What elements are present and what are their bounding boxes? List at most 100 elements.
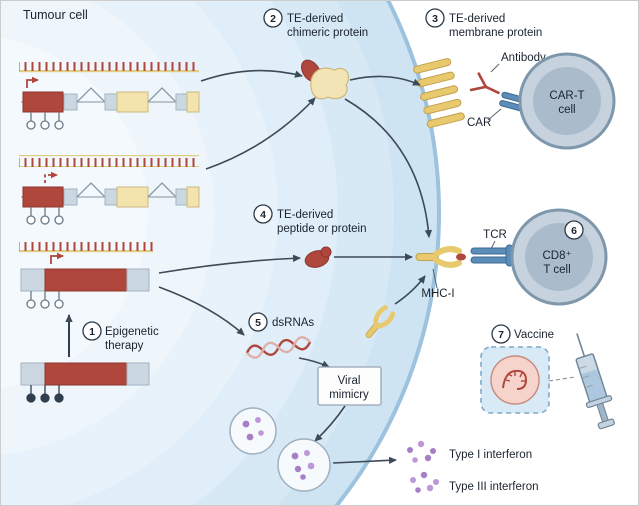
interferon-dot (407, 447, 413, 453)
step4-label-line2: peptide or protein (277, 223, 367, 235)
te-promoter-arrow-icon (50, 252, 64, 264)
vesicle-membrane (229, 407, 277, 455)
vaccine-panel (480, 346, 550, 414)
badge-circle (263, 8, 283, 28)
rna-basepair-tick (507, 373, 513, 377)
syringe-graduation (578, 365, 587, 370)
interferon-vesicle-2 (277, 438, 331, 492)
badge-circle (253, 204, 273, 224)
step1-label-line2: therapy (105, 340, 144, 352)
syringe-graduation (581, 375, 590, 379)
interferon-dot (424, 454, 432, 462)
badge-circle (82, 321, 102, 341)
tcr-chain (470, 256, 512, 264)
type3-interferon-cluster (410, 471, 439, 493)
utr-box (63, 93, 78, 111)
step5-badge: 5 (248, 312, 268, 332)
badge-circle (491, 324, 511, 344)
interferon-dot (420, 471, 428, 479)
splice-caret-icon (76, 182, 106, 198)
step4-badge: 4 (253, 204, 273, 224)
step1-badge: 1 (82, 321, 102, 341)
arrow-protein2-to-membrane (349, 75, 421, 86)
cd8-label-line1: CD8⁺ (542, 250, 571, 262)
utr-box (104, 93, 118, 111)
syringe-graduation (584, 384, 593, 389)
interferon-dot (300, 474, 306, 480)
arrow-trackB-to-protein2 (205, 97, 316, 170)
interferon-dot (417, 440, 425, 448)
te-element-box (44, 268, 128, 292)
interferon-dot (430, 448, 436, 454)
cd8-t-cell-inner (525, 223, 593, 291)
step6-number: 6 (571, 225, 577, 237)
splice-caret-icon (76, 87, 106, 103)
te-element-box (44, 362, 128, 386)
car-t-cell-inner (533, 67, 601, 135)
car-t-cell-label-line1: CAR-T (549, 90, 584, 102)
badge-circle (425, 8, 445, 28)
interferon-dot (294, 465, 302, 473)
step3-badge: 3 (425, 8, 445, 28)
step2-label-line1: TE-derived (287, 13, 343, 25)
utr-box (63, 188, 78, 206)
interferon-dot (304, 450, 310, 456)
gene-track-c (19, 241, 153, 309)
antibody-label: Antibody (501, 52, 546, 64)
step6-badge: 6 (564, 220, 584, 240)
arrow-trackA-to-protein2 (200, 69, 303, 82)
car-pointer-line (487, 108, 502, 121)
arrow-vesicle-to-secreted-interferon (332, 456, 397, 465)
cd8-label-line2: T cell (543, 264, 570, 276)
chimeric-protein-icon (300, 59, 350, 100)
exon-box (116, 186, 149, 208)
step3-label-line2: membrane protein (449, 27, 542, 39)
interferon-dot (255, 417, 261, 423)
antibody-icon (469, 72, 500, 95)
interferon-vesicle-1 (229, 407, 277, 455)
gene-track-a (19, 61, 200, 130)
splice-caret-icon (147, 87, 177, 103)
tcr-pointer-line (490, 240, 496, 250)
presented-peptide-icon (456, 253, 466, 261)
interferon-dot (410, 477, 416, 483)
interferon-dot (258, 430, 264, 436)
mhc-pointer-line (432, 268, 438, 289)
te-element-box (22, 186, 64, 208)
syringe-needle (576, 333, 586, 357)
vaccine-label: Vaccine (514, 329, 554, 341)
antibody-arm (469, 85, 488, 92)
arrow-trackC-to-peptide (158, 254, 301, 274)
rna-basepair-tick (519, 372, 523, 378)
step4-label-line1: TE-derived (277, 209, 333, 221)
exon-box (116, 91, 149, 113)
step7-badge: 7 (491, 324, 511, 344)
dsrna-icon (245, 336, 312, 359)
utr-box (175, 93, 188, 111)
step3-label-line1: TE-derived (449, 13, 505, 25)
arrow-trackC-to-dsrna (158, 286, 245, 336)
syringe-liquid (581, 369, 606, 402)
utr-box (20, 268, 46, 292)
membrane-protein-coil (423, 98, 462, 115)
interferon-dot (246, 433, 254, 441)
interferon-dot (242, 420, 250, 428)
cytoplasm-ring-5 (1, 37, 148, 389)
interferon-dot (291, 452, 299, 460)
mhc-label: MHC-I (421, 288, 454, 300)
dsrna-strand-2 (246, 336, 311, 359)
exon-box (186, 186, 200, 208)
syringe-icon (575, 333, 615, 430)
type3-interferon-label: Type III interferon (449, 481, 539, 493)
splice-caret-icon (147, 182, 177, 198)
te-element-box (22, 91, 64, 113)
te-peptide-lobe (320, 246, 332, 258)
antibody-pointer-line (490, 63, 500, 73)
gene-track-b (19, 155, 200, 225)
car-t-cell-label-line2: cell (558, 104, 575, 116)
utr-box (20, 362, 46, 386)
arrow-nascent-mhc-to-membrane (394, 275, 426, 305)
interferon-dot (433, 479, 439, 485)
